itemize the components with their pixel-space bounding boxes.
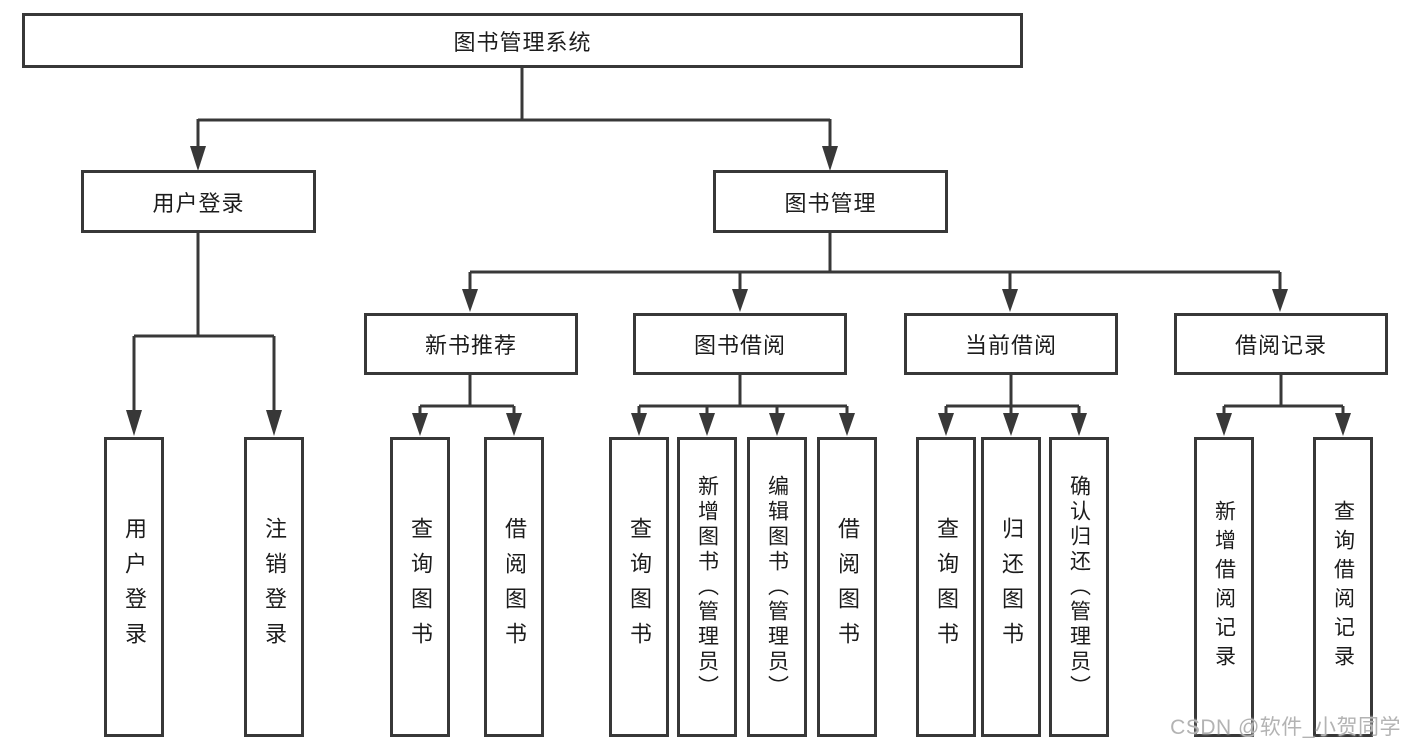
connector-manage-to-level3 [462,232,1288,312]
leaf-query-book-current: 查询图书 [916,437,976,737]
leaf-borrow-book: 借阅图书 [817,437,877,737]
leaf-user-login: 用户登录 [104,437,164,737]
leaf-add-borrow-record: 新增借阅记录 [1194,437,1254,737]
leaf-label: 查询图书 [408,517,433,657]
leaf-return-book: 归还图书 [981,437,1041,737]
connector-borrow-to-leaves [631,374,855,436]
node-label: 用户登录 [152,190,245,216]
node-borrow-records: 借阅记录 [1174,313,1388,375]
leaf-borrow-book-recommend: 借阅图书 [484,437,544,737]
node-label: 图书借阅 [693,333,786,358]
leaf-query-borrow-record: 查询借阅记录 [1313,437,1373,737]
leaf-add-book-admin: 新增图书（管理员） [677,437,737,737]
leaf-label: 注销登录 [262,517,287,657]
leaf-edit-book-admin: 编辑图书（管理员） [747,437,807,737]
leaf-label: 用户登录 [122,517,147,657]
node-label: 当前借阅 [964,333,1057,358]
node-label: 图书管理 [784,190,877,216]
leaf-label: 查询图书 [934,517,959,657]
leaf-label: 查询图书 [627,517,652,657]
leaf-logout: 注销登录 [244,437,304,737]
watermark: CSDN @软件_小贺同学 [1170,716,1401,739]
node-label: 借阅记录 [1234,333,1327,358]
leaf-label: 新增图书（管理员） [695,474,719,700]
node-label: 图书管理系统 [453,29,592,55]
leaf-confirm-return-admin: 确认归还（管理员） [1049,437,1109,737]
node-book-borrow: 图书借阅 [633,313,847,375]
connector-login-to-leaves [126,232,282,436]
leaf-label: 借阅图书 [502,517,527,657]
connector-root-to-level2 [190,66,838,171]
connector-current-to-leaves [938,374,1087,436]
leaf-label: 确认归还（管理员） [1067,474,1091,700]
connector-recommend-to-leaves [412,374,522,436]
leaf-label: 查询借阅记录 [1331,500,1355,674]
node-user-login: 用户登录 [81,170,316,233]
leaf-label: 编辑图书（管理员） [765,474,789,700]
connector-records-to-leaves [1216,374,1351,436]
node-label: 新书推荐 [424,333,517,358]
node-book-management: 图书管理 [713,170,948,233]
node-current-borrow: 当前借阅 [904,313,1118,375]
node-new-book-recommend: 新书推荐 [364,313,578,375]
leaf-label: 归还图书 [999,517,1024,657]
leaf-query-book-recommend: 查询图书 [390,437,450,737]
leaf-label: 新增借阅记录 [1212,500,1236,674]
leaf-label: 借阅图书 [835,517,860,657]
node-library-management-system: 图书管理系统 [22,13,1023,68]
leaf-query-book-borrow: 查询图书 [609,437,669,737]
